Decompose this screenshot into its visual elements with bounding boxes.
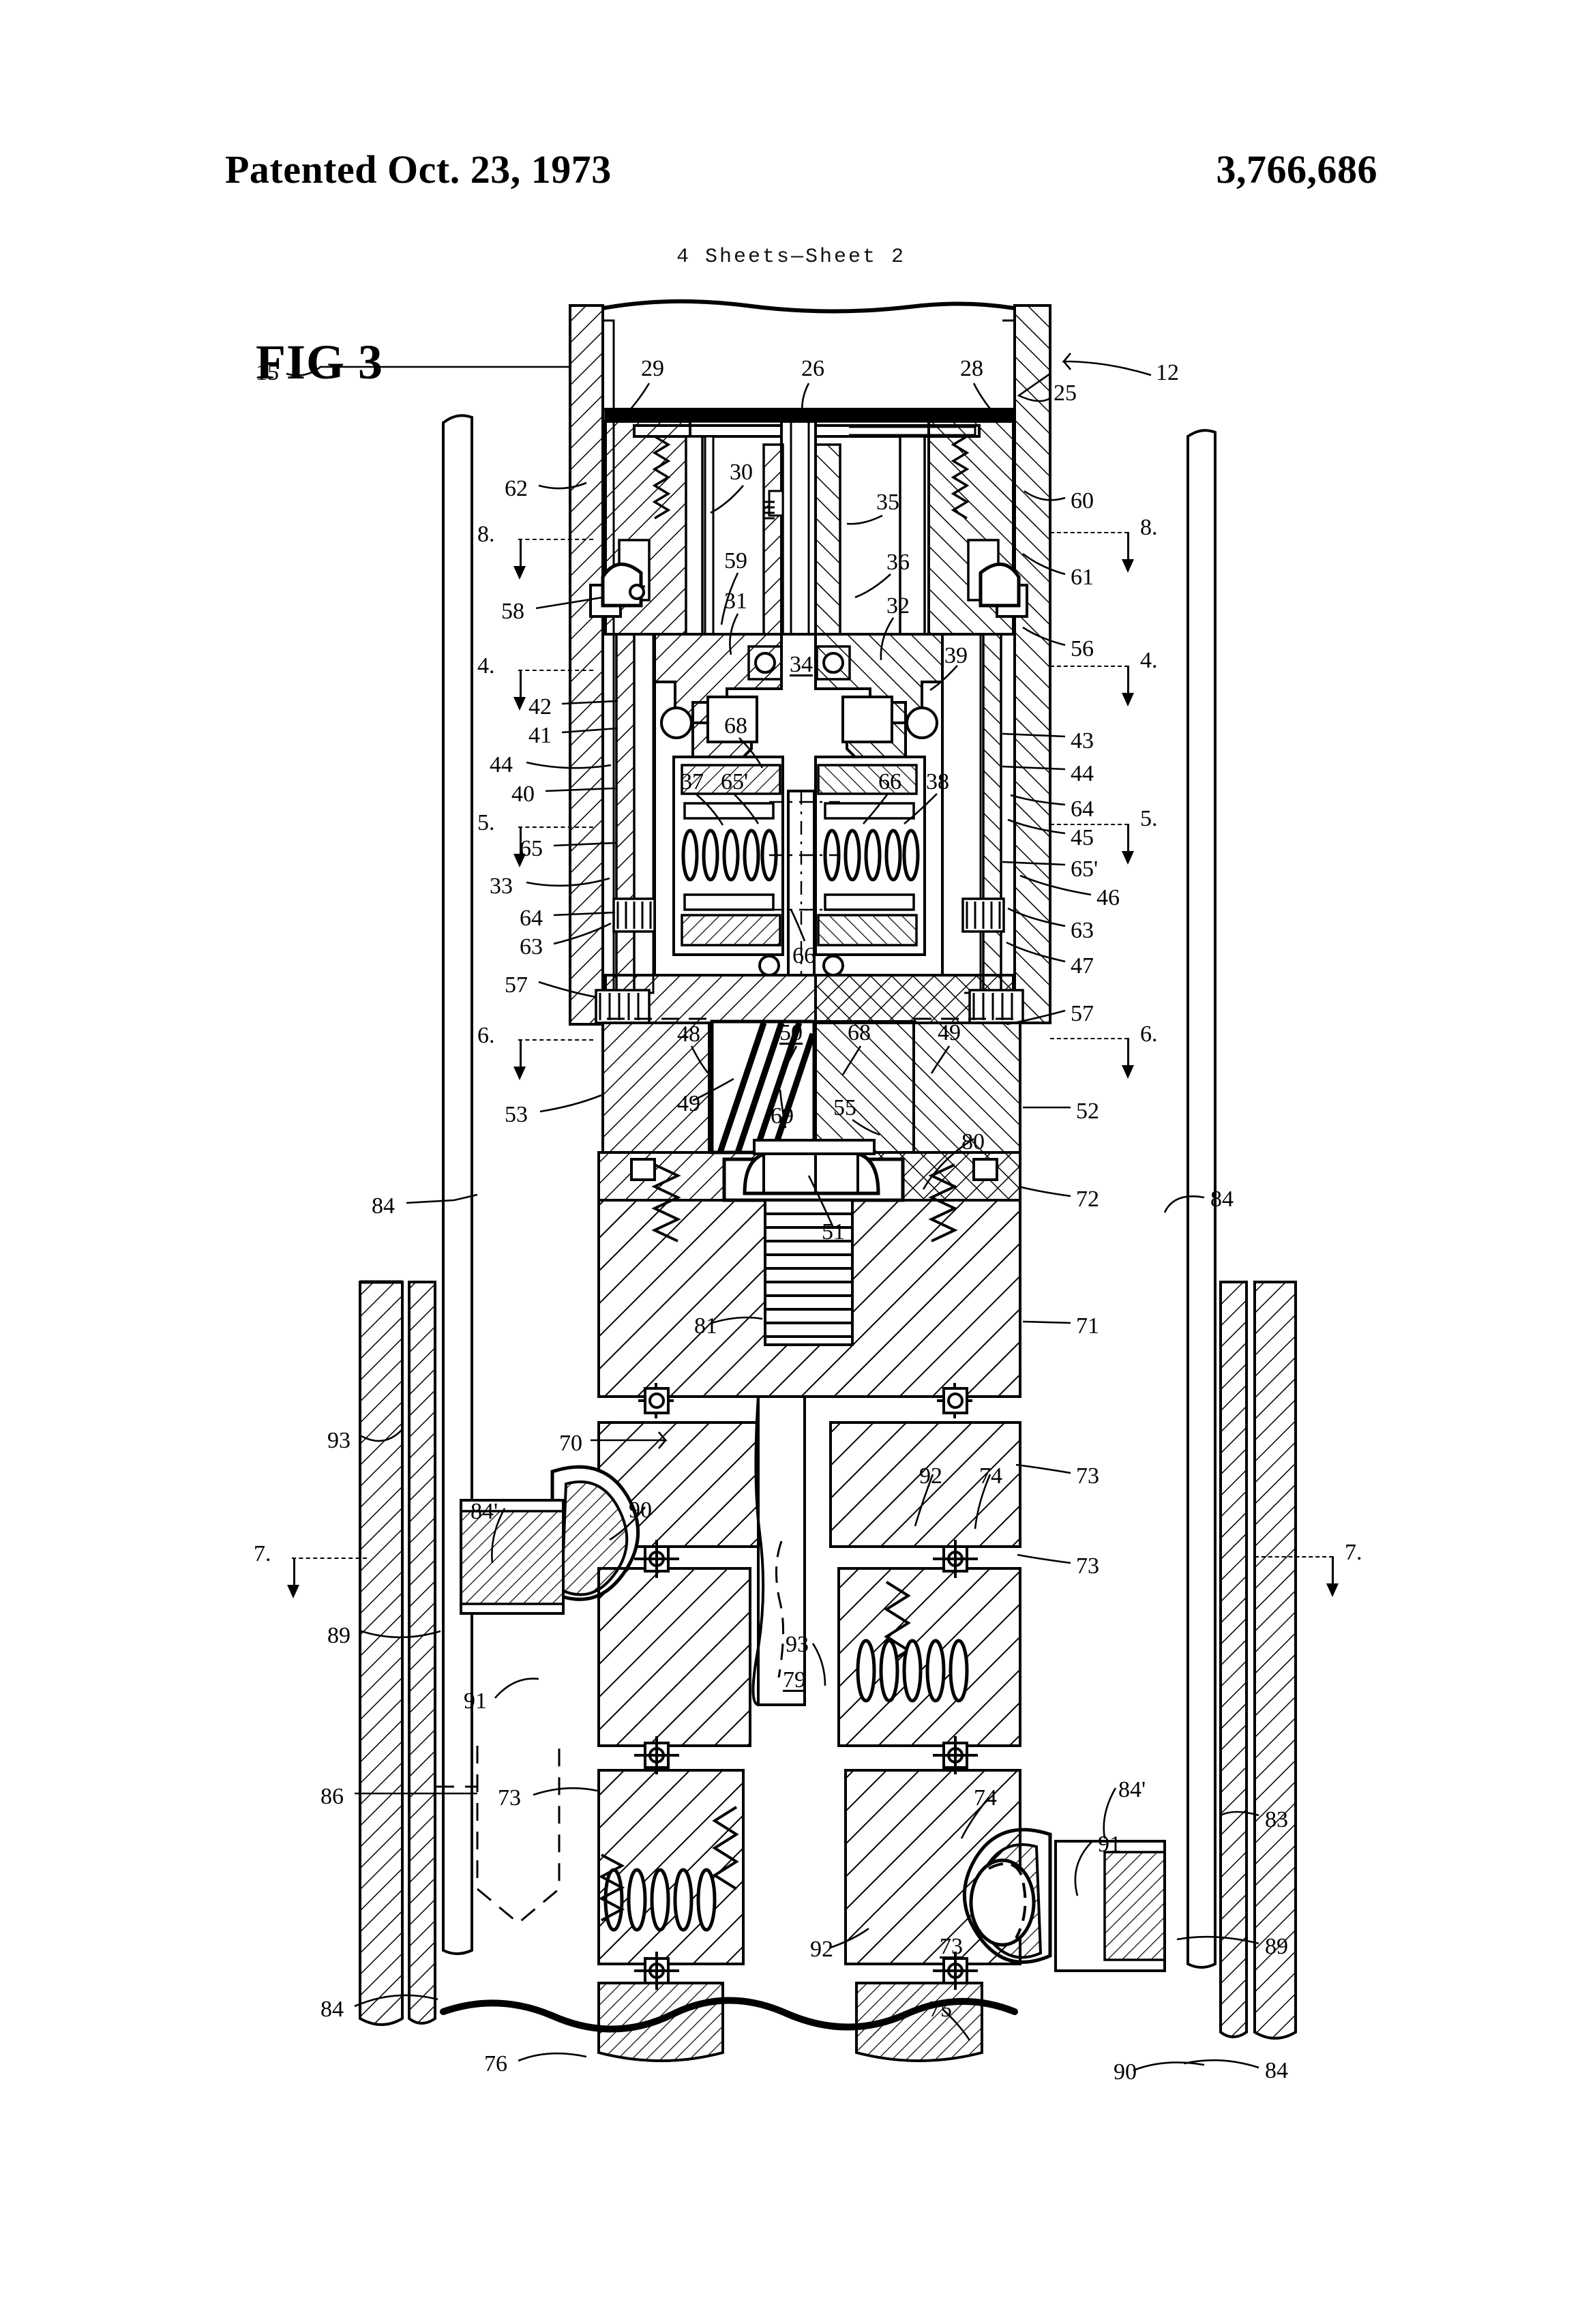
callout-71: 71 [1076,1313,1099,1339]
callout-42: 42 [528,694,552,719]
callout-66-a: 66 [878,769,901,794]
callout-84p-r: 84' [1118,1777,1146,1802]
callout-84-l1: 84 [372,1193,395,1219]
callout-70: 70 [559,1431,582,1456]
callout-63-l: 63 [520,934,543,959]
callout-33: 33 [490,874,513,899]
callout-83: 83 [1265,1807,1288,1832]
callout-53: 53 [505,1102,528,1127]
callout-73-c: 73 [940,1934,963,1959]
callout-63-r: 63 [1071,918,1094,943]
callout-46: 46 [1096,885,1120,910]
callout-60: 60 [1071,488,1094,513]
callout-86: 86 [320,1784,344,1809]
callout-47: 47 [1071,953,1094,979]
callout-48: 48 [677,1022,700,1047]
callout-64-l: 64 [520,906,543,931]
callout-84-r2: 84 [1265,2058,1288,2083]
callout-75: 75 [929,1997,952,2022]
callout-73-l: 73 [498,1785,521,1811]
callout-37: 37 [681,769,704,794]
callout-50: 50 [779,1020,803,1045]
callout-15: 15 [256,360,279,385]
callout-93-c: 93 [786,1632,809,1657]
callout-74-b: 74 [974,1785,997,1811]
callout-41: 41 [528,723,552,748]
patent-date: Patented Oct. 23, 1973 [225,147,612,192]
callout-56: 56 [1071,636,1094,661]
callout-59: 59 [724,548,747,573]
callout-57-r: 57 [1071,1001,1094,1026]
callout-92-a: 92 [919,1463,942,1489]
callout-91-l: 91 [464,1688,487,1714]
callout-31: 31 [724,589,747,614]
callout-43: 43 [1071,728,1094,754]
callout-89-l: 89 [327,1623,350,1648]
sheet-count: 4 Sheets—Sheet 2 [676,245,906,269]
callout-30: 30 [730,460,753,485]
callout-52: 52 [1076,1099,1099,1124]
callout-84-l2: 84 [320,1997,344,2022]
callout-36: 36 [886,550,910,575]
callout-81: 81 [694,1313,717,1339]
callout-72: 72 [1076,1187,1099,1212]
callout-90-a: 90 [629,1498,652,1523]
callout-79: 79 [783,1667,806,1693]
callout-90-b: 90 [1114,2059,1137,2085]
callout-84p-l: 84' [471,1499,498,1524]
callout-57-l: 57 [505,972,528,998]
callout-92-b: 92 [810,1937,833,1962]
callout-80: 80 [961,1129,985,1154]
patent-number: 3,766,686 [1216,147,1377,192]
callout-73-r2: 73 [1076,1553,1099,1579]
callout-91-r: 91 [1098,1832,1121,1857]
callout-69: 69 [771,1103,794,1129]
callout-58: 58 [501,599,524,624]
callout-44-l: 44 [490,752,513,777]
callout-26: 26 [801,356,824,381]
callout-68-a: 68 [724,713,747,739]
callout-93-l: 93 [327,1428,350,1453]
callout-49-a: 49 [938,1020,961,1045]
callout-64-r: 64 [1071,796,1094,822]
callout-61: 61 [1071,565,1094,590]
callout-25: 25 [1054,381,1077,406]
callout-65p-c: 65' [721,769,749,794]
callout-34: 34 [790,652,813,677]
callout-35: 35 [876,490,899,515]
callout-66-b: 66 [792,943,816,968]
callout-76: 76 [484,2051,507,2076]
callout-45: 45 [1071,825,1094,850]
callout-51: 51 [822,1219,845,1245]
callout-68-b: 68 [848,1020,871,1045]
callout-65p-r: 65' [1071,856,1099,882]
callout-12: 12 [1156,360,1179,385]
callout-62: 62 [505,476,528,501]
callout-89-r: 89 [1265,1934,1288,1959]
callout-49-b: 49 [677,1091,700,1116]
callout-38: 38 [926,769,949,794]
callout-39: 39 [944,643,968,668]
callout-84-r1: 84 [1210,1187,1234,1212]
callout-40: 40 [511,781,535,807]
callout-28: 28 [960,356,983,381]
callout-74-a: 74 [979,1463,1002,1489]
callout-44-r: 44 [1071,761,1094,786]
callout-55: 55 [833,1095,856,1120]
callout-73-r1: 73 [1076,1463,1099,1489]
callout-29: 29 [641,356,664,381]
callout-32: 32 [886,593,910,619]
